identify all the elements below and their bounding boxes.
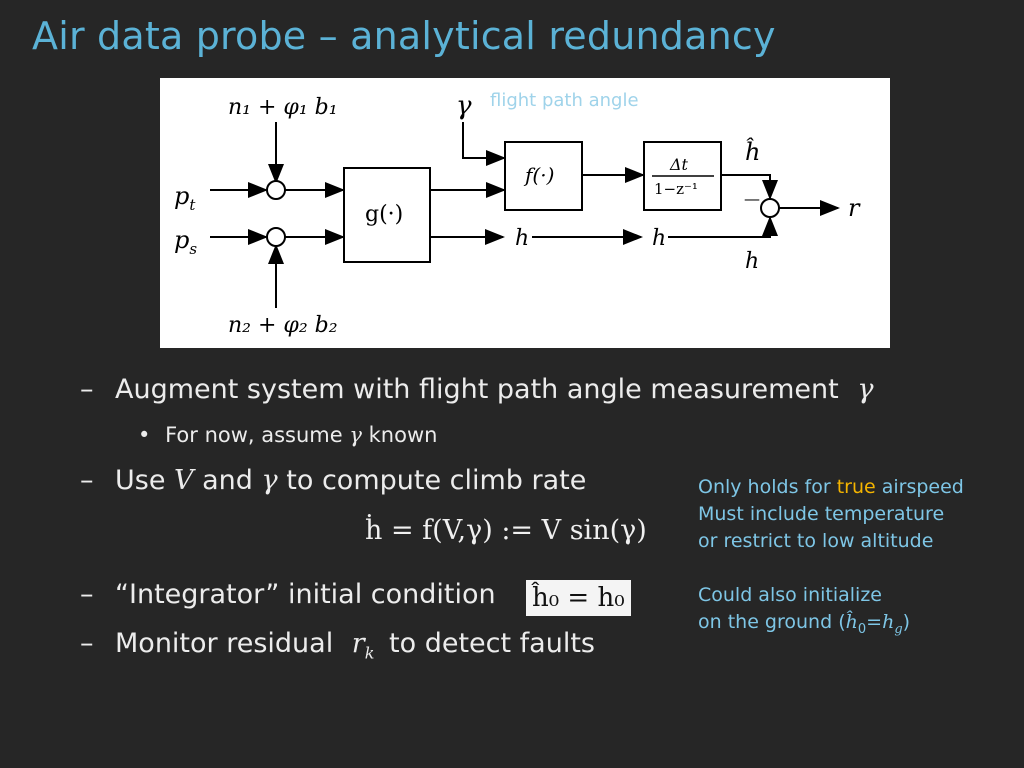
bullet-4: Monitor residual rk to detect faults xyxy=(115,628,595,662)
sub-bullet-1: • For now, assume γ known xyxy=(138,423,437,447)
minus-sign: — xyxy=(744,189,760,208)
bullet-dash-4: – xyxy=(80,628,94,659)
bullet-4-rk: rk xyxy=(351,628,375,663)
bullet-2-gamma: γ xyxy=(261,465,278,496)
bullet-1-gamma: γ xyxy=(857,374,874,405)
true-highlight: true xyxy=(836,476,876,498)
bullet-4-text-a: Monitor residual xyxy=(115,628,334,659)
flight-path-angle-label: flight path angle xyxy=(490,90,639,111)
slide-title: Air data probe – analytical redundancy xyxy=(32,14,776,58)
block-diagram: n₁ + φ₁ b₁ n₂ + φ₂ b₂ pt ps g(·) γ V f(·… xyxy=(160,78,890,348)
airspeed-note: Only holds for true airspeed Must includ… xyxy=(698,474,964,555)
initialize-note: Could also initialize on the ground (ĥ0=… xyxy=(698,582,910,643)
bullet-dash-3: – xyxy=(80,579,94,610)
bullet-2-use: Use xyxy=(115,465,166,496)
note-line-4: Could also initialize xyxy=(698,584,882,606)
note-line-3: or restrict to low altitude xyxy=(698,530,934,552)
g-block-label: g(·) xyxy=(365,202,403,227)
note-line-1: Only holds for true airspeed xyxy=(698,476,964,498)
sum-junction-bottom xyxy=(266,227,286,247)
note-line-5: on the ground (ĥ0=hg) xyxy=(698,611,911,637)
output-r-label: r xyxy=(848,194,861,222)
bullet-2-v: V xyxy=(174,465,194,496)
sub-bullet-text-a: For now, assume xyxy=(165,423,343,447)
note-line-2: Must include temperature xyxy=(698,503,945,525)
bullet-3: “Integrator” initial condition xyxy=(115,579,496,610)
f-block-label: f(·) xyxy=(523,163,554,187)
integrator-numerator: Δt xyxy=(669,155,689,174)
sub-bullet-gamma: γ xyxy=(349,423,362,447)
h-label-bottom: h xyxy=(745,249,759,274)
bullet-3-text: “Integrator” initial condition xyxy=(115,579,496,610)
input-ps-label: ps xyxy=(174,226,197,258)
bullet-dash-2: – xyxy=(80,465,94,496)
residual-junction xyxy=(760,198,780,218)
bullet-4-text-b: to detect faults xyxy=(389,628,595,659)
bullet-dash-1: – xyxy=(80,374,94,405)
bullet-1: Augment system with flight path angle me… xyxy=(115,374,873,405)
gamma-arrow xyxy=(462,122,506,166)
top-noise-label: n₁ + φ₁ b₁ xyxy=(228,95,338,120)
climb-rate-equation: ḣ = f(V,γ) := V sin(γ) xyxy=(365,515,647,546)
sum-junction-top xyxy=(266,180,286,200)
diagram-svg: n₁ + φ₁ b₁ n₂ + φ₂ b₂ pt ps g(·) γ V f(·… xyxy=(160,78,890,348)
sub-bullet-text-b: known xyxy=(368,423,438,447)
bullet-1-text: Augment system with flight path angle me… xyxy=(115,374,839,405)
h-hat-label: ĥ xyxy=(745,137,760,166)
h-label-mid2: h xyxy=(652,226,666,251)
initial-condition-equation: ĥ₀ = h₀ xyxy=(526,580,631,616)
g-block xyxy=(343,167,431,263)
h-hat-arrow xyxy=(721,174,778,200)
integrator-denominator: 1−z⁻¹ xyxy=(654,180,698,198)
input-pt-label: pt xyxy=(174,182,196,214)
gamma-label: γ xyxy=(456,91,472,121)
bullet-2-text: to compute climb rate xyxy=(286,465,587,496)
sub-bullet-dot: • xyxy=(138,423,151,447)
bullet-2-and: and xyxy=(202,465,253,496)
initial-condition-box: ĥ₀ = h₀ xyxy=(526,580,631,616)
bullet-2: Use V and γ to compute climb rate xyxy=(115,465,586,496)
h-label-mid: h xyxy=(515,226,529,251)
h-to-sum-arrow xyxy=(668,216,778,238)
bottom-noise-label: n₂ + φ₂ b₂ xyxy=(228,313,338,338)
